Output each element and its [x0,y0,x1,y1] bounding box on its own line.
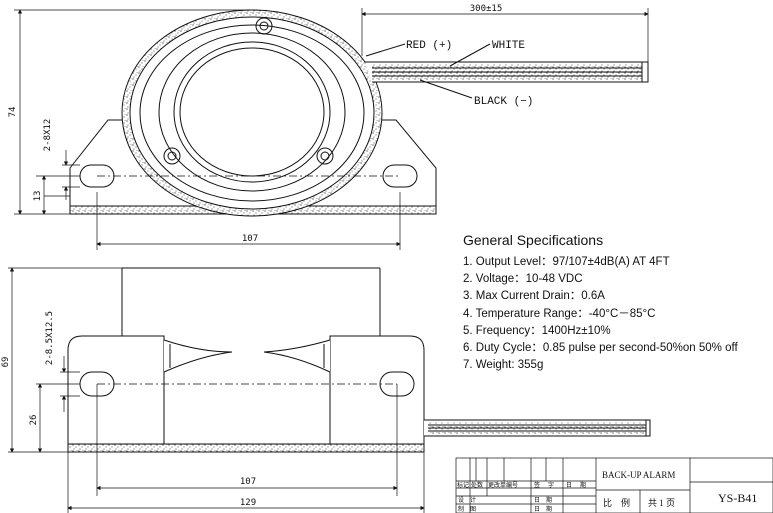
tb-product-name: BACK-UP ALARM [602,470,675,480]
general-specifications: General Specifications 1. Output Level：9… [463,232,773,374]
dim-hole-side: 2-8.5X12.5 [45,311,55,365]
dim-height-top: 74 [8,107,18,118]
tb-sheet: 共 1 页 [648,498,675,508]
spec-item: 5. Frequency：1400Hz±10% [463,324,611,337]
spec-item: 6. Duty Cycle：0.85 pulse per second-50%o… [463,342,738,355]
tb-header-1: 处数 [471,481,483,489]
side-view-housing [121,267,381,336]
tb-date-design: 日 期 [534,496,552,504]
tb-header-5: 日 [566,482,572,489]
specs-title: General Specifications [463,232,604,248]
screw-right [316,147,334,165]
tb-ratio: 比 例 [603,497,630,508]
tb-row-draft: 制 图 [458,505,476,513]
cable-top-view [365,61,649,83]
side-view-horn-right [263,339,331,373]
side-view-horn-left [163,339,233,373]
spec-item: 2. Voltage：10-48 VDC [463,273,583,286]
side-view-dimensions [8,267,425,513]
tb-header-4: 字 [548,481,554,489]
tb-model: YS-B41 [718,491,757,505]
screw-top [255,17,273,35]
wire-label-red: RED (+) [406,40,452,52]
dim-hole-spacing-side: 107 [240,477,256,487]
wire-label-black: BLACK (−) [474,96,533,108]
mounting-slot-right [382,164,418,188]
dim-hole-spacing-top: 107 [242,234,258,244]
dim-total-width: 129 [240,498,256,508]
spec-item: 7. Weight: 355g [463,359,544,372]
dim-height-side: 69 [1,357,11,368]
cable-side-view [424,419,651,437]
dim-base-height: 13 [33,191,43,202]
spec-item: 1. Output Level：97/107±4dB(A) AT 4FT [463,256,670,268]
horn-outer-rim [158,32,346,192]
tb-header-6: 期 [580,481,586,489]
dim-hole-height-side: 26 [29,415,39,426]
screw-left [163,147,181,165]
title-block [455,457,773,513]
top-view [69,9,649,217]
dim-hole-top: 2-8X12 [43,119,53,152]
wire-label-white: WHITE [492,40,525,52]
dim-cable-length: 300±15 [470,4,503,14]
tb-date-draft: 日 期 [534,505,552,513]
spec-item: 4. Temperature Range：-40°C－85°C [463,307,656,320]
tb-header-0: 标记 [457,481,469,489]
tb-header-3: 签 [534,481,540,489]
specs-list: 1. Output Level：97/107±4dB(A) AT 4FT 2. … [463,254,773,374]
spec-item: 3. Max Current Drain：0.6A [463,290,605,303]
side-view-base-strip [67,443,425,453]
tb-row-design: 设 计 [458,496,476,504]
top-view-dimensions [14,8,649,250]
tb-header-2: 更改单编号 [488,481,518,489]
side-view-body [67,335,425,453]
